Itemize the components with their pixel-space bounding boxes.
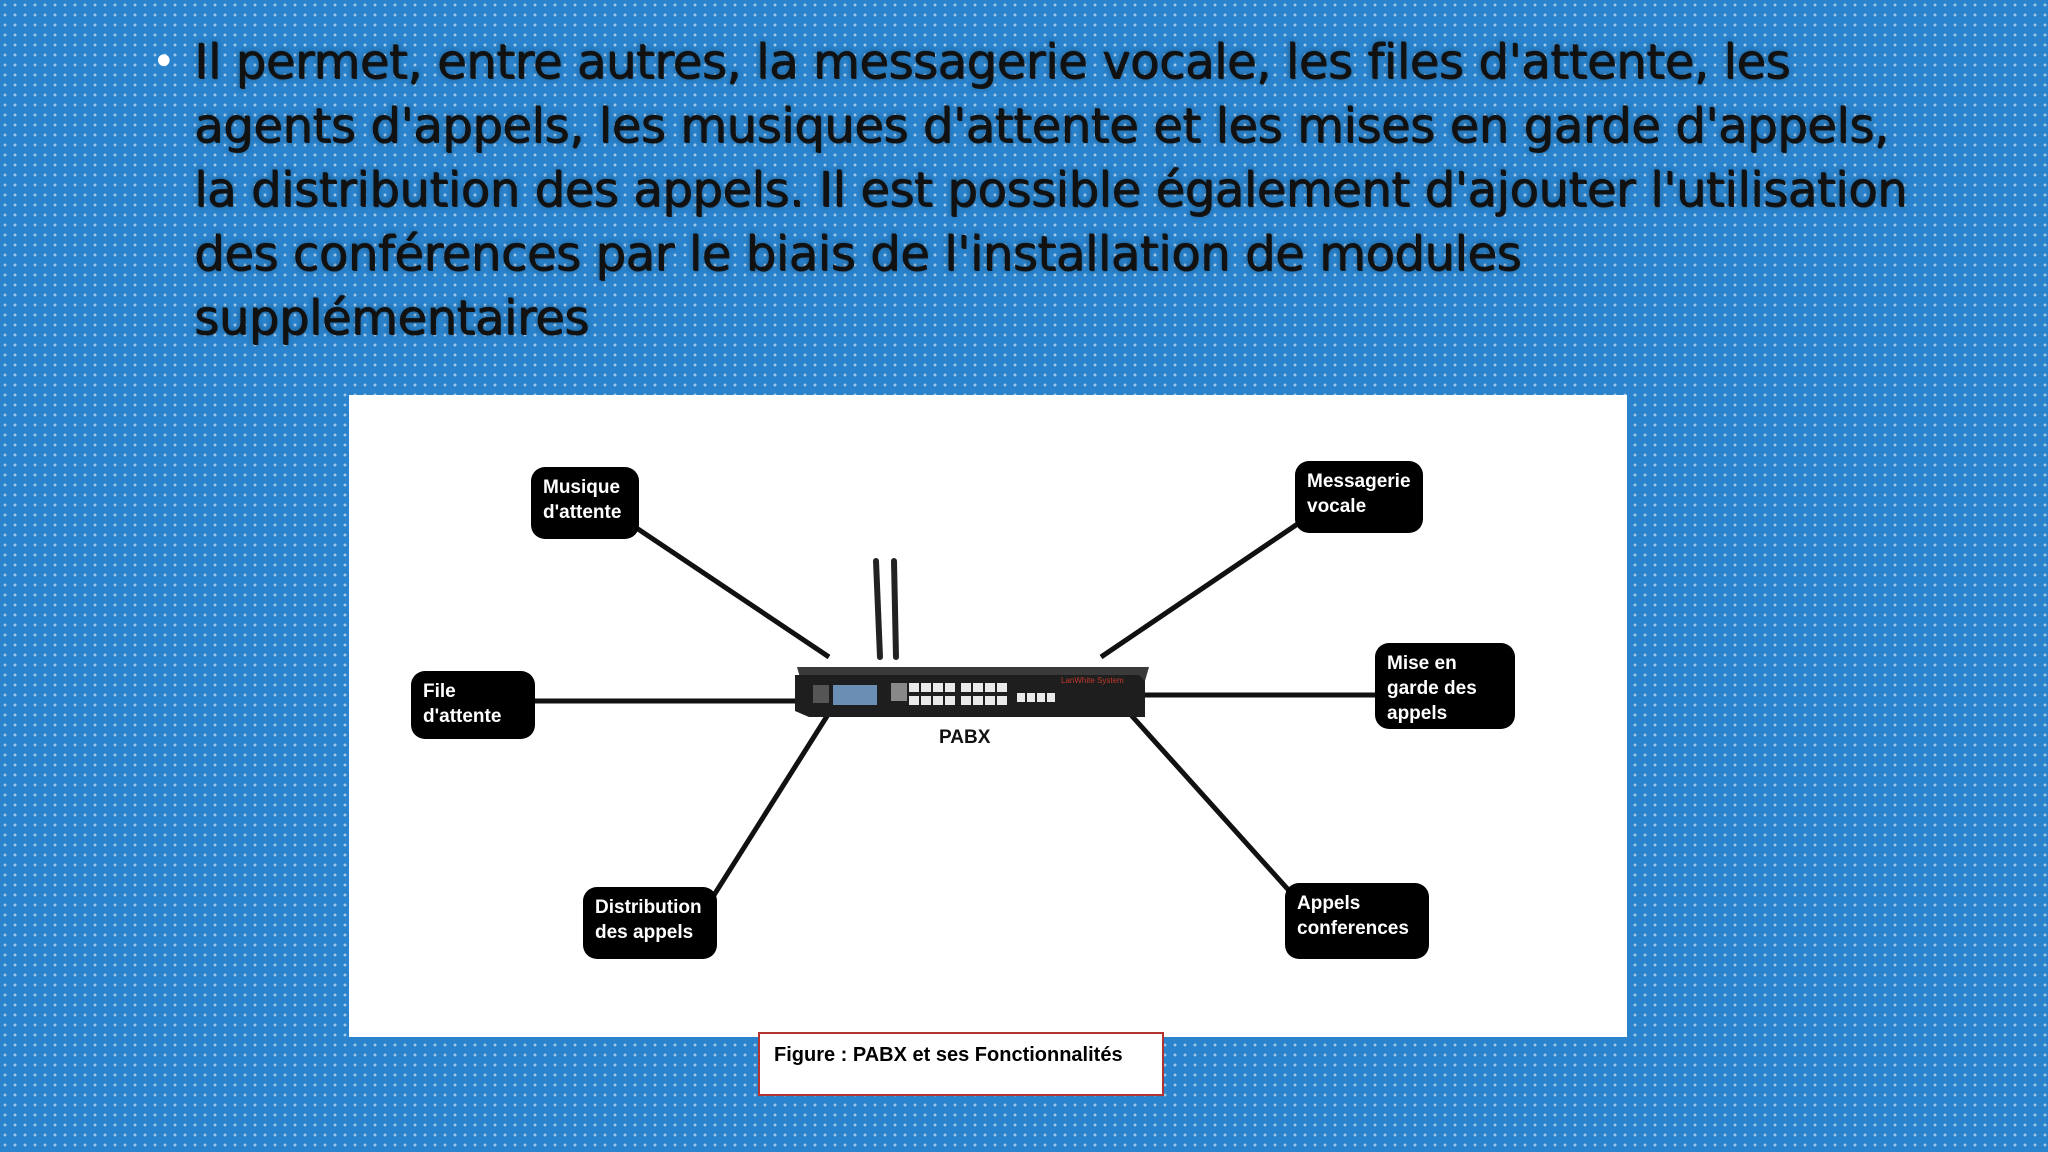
- hub-label: PABX: [939, 727, 991, 748]
- connector-appels: [1129, 713, 1295, 897]
- diagram-connectors: LanWhite System: [529, 520, 1377, 905]
- connector-musique: [627, 520, 831, 660]
- node-distribution-appels: Distribution des appels: [583, 887, 717, 959]
- connector-distribution: [706, 711, 832, 905]
- node-mise-en-garde: Mise en garde des appels: [1375, 643, 1515, 729]
- bullet-text: Il permet, entre autres, la messagerie v…: [194, 34, 1907, 346]
- figure-caption: Figure : PABX et ses Fonctionnalités: [758, 1032, 1164, 1096]
- bullet-glyph: •: [152, 39, 176, 85]
- node-messagerie-vocale: Messagerie vocale: [1295, 461, 1423, 533]
- connector-messagerie: [1099, 520, 1301, 660]
- pabx-diagram-figure: LanWhite System Musique d'attente Messag…: [349, 395, 1627, 1037]
- bullet-paragraph: • Il permet, entre autres, la messagerie…: [152, 30, 1912, 350]
- device-brand-text: LanWhite System: [1061, 676, 1124, 685]
- pabx-device-icon: [795, 558, 1149, 717]
- node-file-attente: File d'attente: [411, 671, 535, 739]
- node-musique-attente: Musique d'attente: [531, 467, 639, 539]
- node-appels-conferences: Appels conferences: [1285, 883, 1429, 959]
